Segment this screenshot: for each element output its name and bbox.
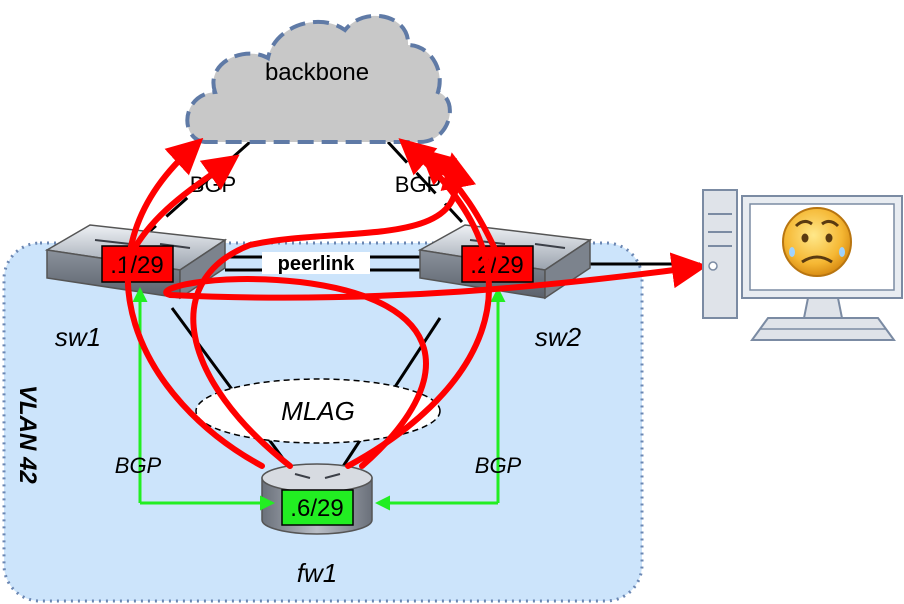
router-fw1: .6/29 [261, 463, 373, 535]
fw1-name: fw1 [297, 558, 337, 588]
bgp-fw-left-label: BGP [115, 453, 162, 478]
cloud-label: backbone [265, 59, 369, 86]
sw1-name: sw1 [55, 322, 101, 352]
flow-fw-to-backbone-left [124, 137, 265, 469]
sw1-address: .1/29 [110, 252, 163, 279]
mlag-label: MLAG [281, 396, 355, 426]
flow-fw-to-client [163, 252, 708, 469]
fw1-address-box [281, 489, 354, 526]
sw2-name: sw2 [535, 322, 582, 352]
peerlink-label: peerlink [278, 253, 356, 275]
mlag-group: MLAG [195, 378, 441, 444]
traffic-flows [124, 137, 708, 469]
backbone-cloud: backbone [185, 13, 452, 144]
bgp-label-right: BGP [395, 172, 441, 197]
bgp-sessions [132, 287, 506, 511]
flow-fw-via-peerlink [190, 152, 476, 469]
fw1-address: .6/29 [290, 495, 343, 522]
vlan-label: VLAN 42 [14, 385, 41, 484]
peerlink: peerlink [225, 252, 420, 275]
worried-face-icon [782, 207, 852, 277]
bgp-fw-right-label: BGP [475, 453, 522, 478]
sw1-address-box [101, 245, 174, 283]
flow-sw1-to-backbone [125, 154, 240, 263]
